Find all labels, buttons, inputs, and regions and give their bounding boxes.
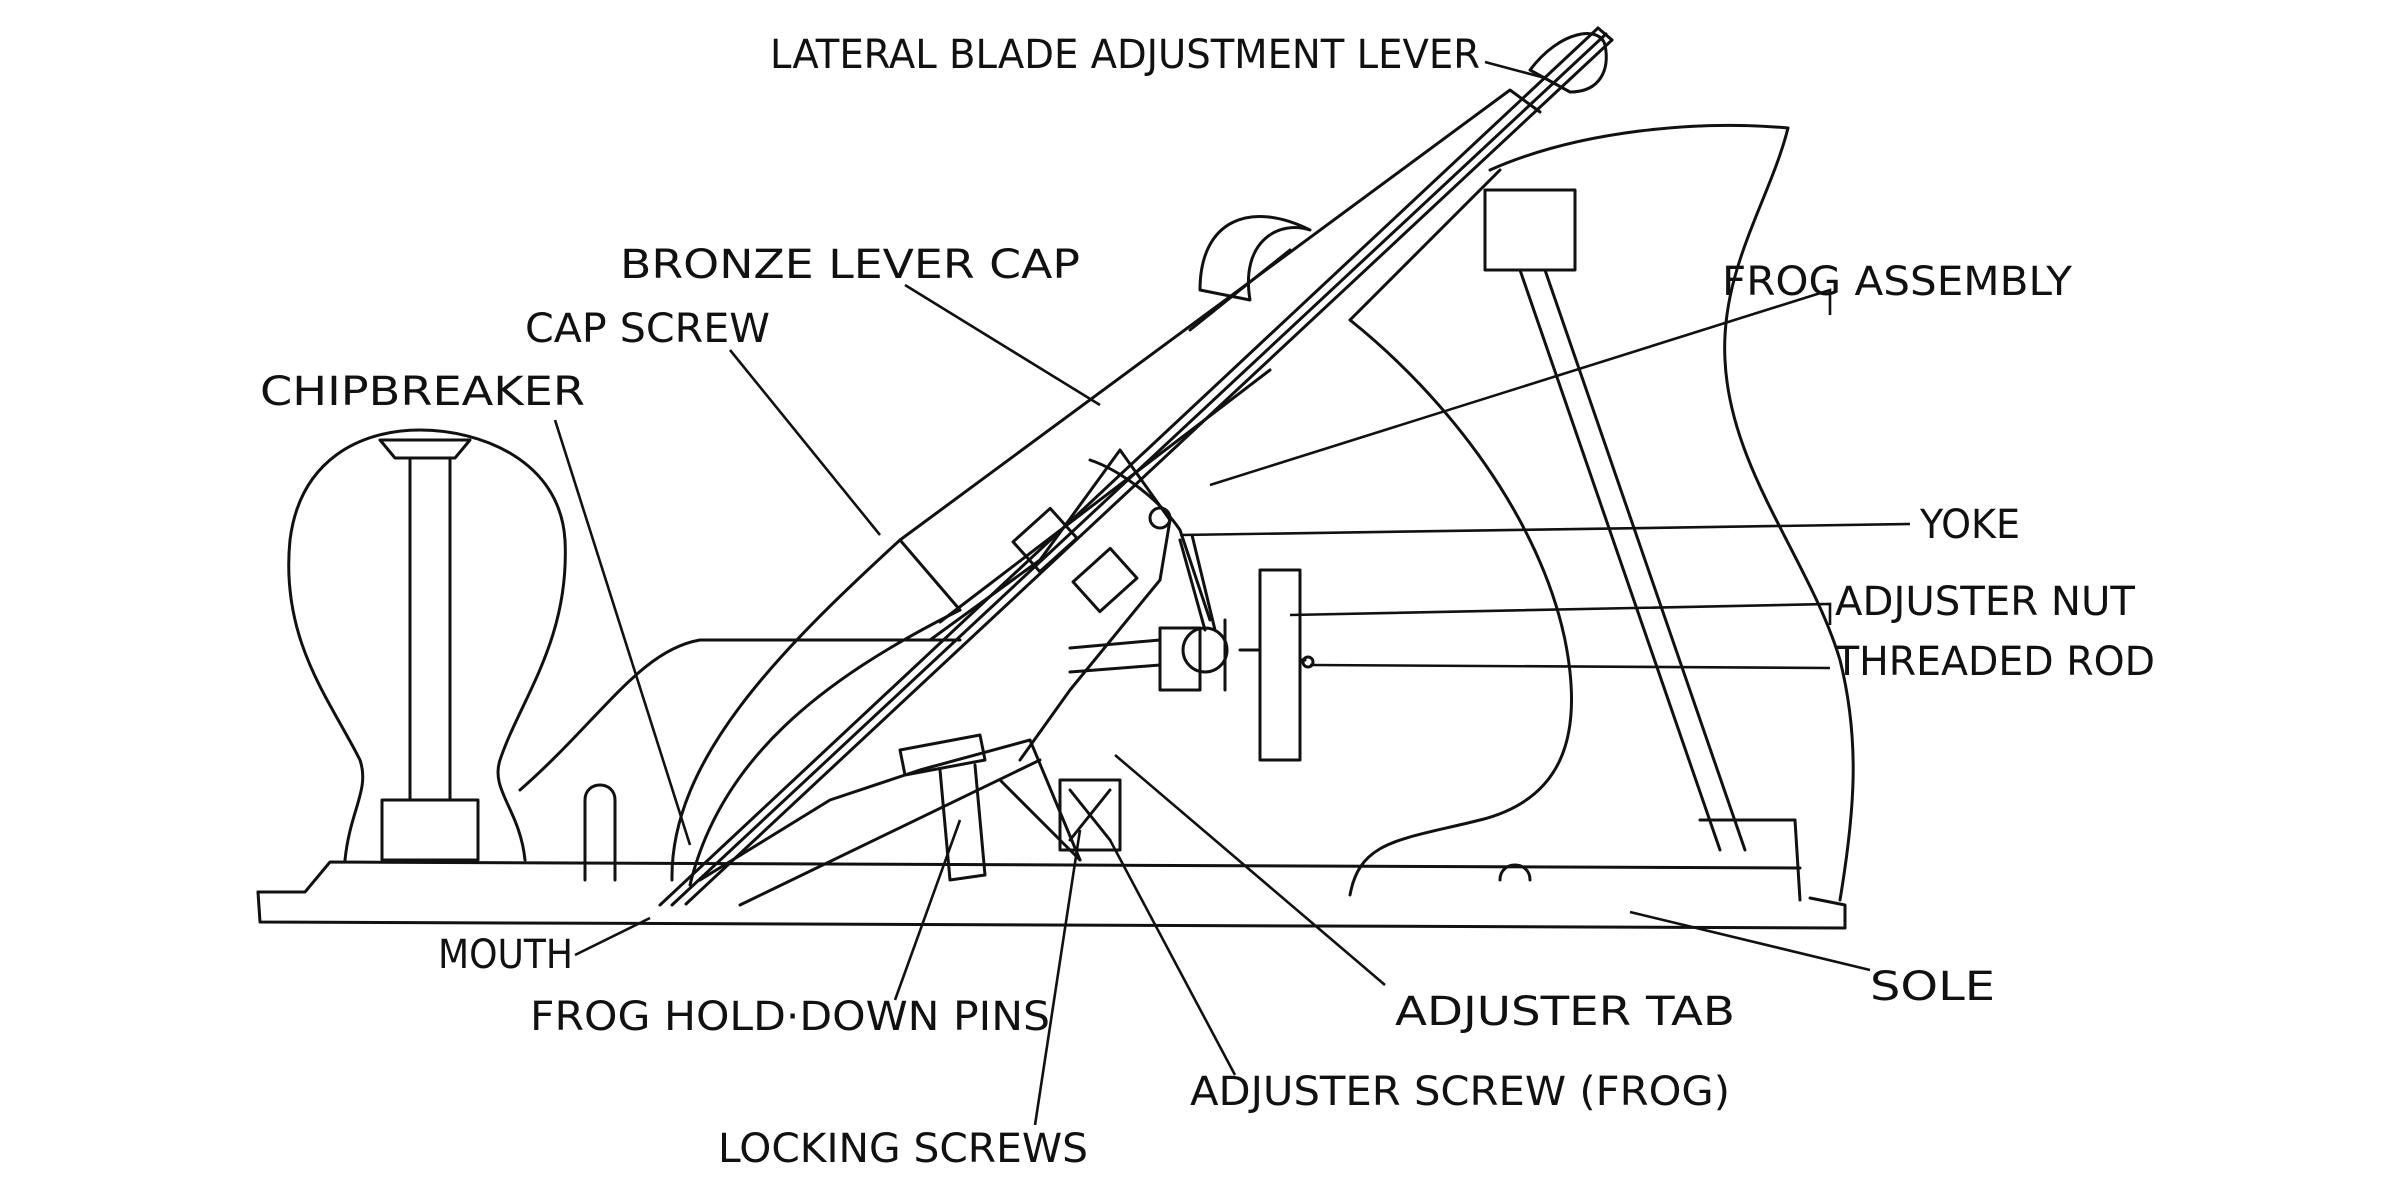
body-sidewall [518,638,962,792]
adjuster-assembly [1068,533,1315,762]
locking-screws-cluster [1058,778,1122,852]
frog-plate [698,738,1082,882]
label-lateral-blade-adjustment-lever: LATERAL BLADE ADJUSTMENT LEVER [770,32,1480,78]
leader-locking-screws [1033,829,1082,1126]
leader-mouth [574,916,651,957]
leader-bronze-lever-cap [904,283,1101,407]
labels: LATERAL BLADE ADJUSTMENT LEVER BRONZE LE… [260,32,2155,1172]
label-locking-screws: LOCKING SCREWS [718,1126,1088,1172]
label-threaded-rod: THREADED ROD [1834,639,2155,685]
rear-tote [1348,123,1855,902]
label-frog-hold-down-pins: FROG HOLD·DOWN PINS [530,994,1050,1040]
label-adjuster-nut: ADJUSTER NUT [1835,579,2136,625]
leader-lines [553,60,1911,1126]
label-cap-screw: CAP SCREW [525,306,770,352]
label-sole: SOLE [1870,964,1995,1010]
leader-adjuster-nut [1289,602,1832,625]
toe-post [583,783,617,882]
label-bronze-lever-cap: BRONZE LEVER CAP [620,242,1080,288]
frog-hold-down-pin [898,733,987,882]
label-frog-assembly: FROG ASSEMBLY [1722,259,2073,305]
leader-cap-screw [728,349,882,536]
leader-frog-hold-down-pins [893,819,962,1001]
lever-cap-hook [1198,215,1312,302]
lever-cap [670,88,1542,887]
leader-adjuster-screw [1108,839,1237,1076]
leader-threaded-rod [1309,663,1831,670]
leader-sole [1629,910,1871,972]
frog-body [928,248,1292,862]
frog-plate-2 [738,758,1042,907]
leader-yoke [1179,522,1911,537]
leader-frog-assembly [1209,288,1832,487]
label-yoke: YOKE [1919,502,2020,548]
leader-chipbreaker [553,419,692,846]
lateral-lever-knob [1528,32,1608,94]
label-adjuster-screw-frog: ADJUSTER SCREW (FROG) [1190,1069,1730,1115]
plane-drawing [256,26,1855,930]
label-mouth: MOUTH [438,932,573,978]
label-adjuster-tab: ADJUSTER TAB [1395,989,1735,1035]
leader-lateral-lever [1484,60,1546,80]
leader-adjuster-tab [1114,754,1386,986]
sole [256,860,1847,930]
front-knob [287,428,567,862]
label-chipbreaker: CHIPBREAKER [260,369,585,415]
